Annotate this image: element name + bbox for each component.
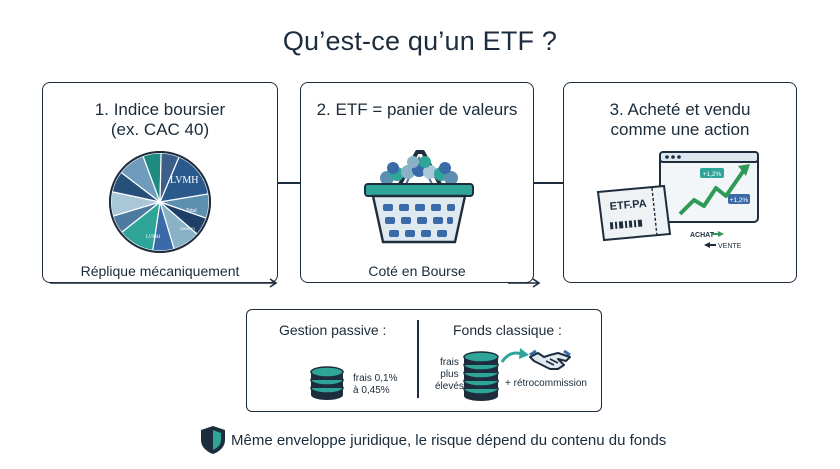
- step-1-footer: Réplique mécaniquement: [80, 263, 240, 279]
- comparison-divider: [417, 320, 419, 398]
- handshake-icon: [529, 349, 571, 370]
- pie-label-sanofi: SANOFI: [180, 226, 195, 231]
- shield-icon: [201, 426, 225, 454]
- connector-1-2: [277, 182, 301, 184]
- badge-up-1: +1,2%: [703, 171, 722, 178]
- step-2-title: 2. ETF = panier de valeurs: [316, 100, 518, 119]
- pie-label-total: Total: [186, 208, 197, 214]
- buy-label: ACHAT: [690, 232, 715, 239]
- step-3-title: 3. Acheté et vendu comme une action: [609, 100, 751, 139]
- sell-label: VENTE: [718, 243, 742, 250]
- coins-tall-stack-icon: [463, 351, 499, 401]
- footer-note: Même enveloppe juridique, le risque dépe…: [231, 432, 667, 449]
- badge-up-2: +1,2%: [730, 197, 749, 204]
- connector-2-3: [533, 182, 563, 184]
- basket-icon: [364, 150, 474, 244]
- step-2-footer: Coté en Bourse: [368, 263, 466, 279]
- coins-small-stack-icon: [310, 366, 344, 400]
- pie-label-lvmh-big: LVMH: [170, 175, 199, 186]
- pie-slice: [159, 156, 210, 203]
- passive-title: Gestion passive :: [279, 322, 387, 338]
- index-pie-chart-icon: LVMH Total SANOFI LVMH: [109, 151, 211, 253]
- step-card-etf-basket: 2. ETF = panier de valeurs Coté en Bours…: [300, 82, 534, 283]
- pie-slice: [159, 152, 180, 203]
- page-title: Qu’est-ce qu’un ETF ?: [282, 26, 558, 56]
- classic-fees: frais plus élevés: [435, 357, 464, 392]
- curved-arrow-icon: [500, 348, 529, 363]
- passive-fees: frais 0,1% à 0,45%: [353, 373, 398, 396]
- step-1-title: 1. Indice boursier (ex. CAC 40): [94, 100, 226, 139]
- arrow-right-icon: [508, 278, 541, 288]
- classic-title: Fonds classique :: [453, 322, 562, 338]
- ticket-symbol: ETF.PA: [609, 198, 647, 213]
- pie-label-lvmh-small: LVMH: [146, 235, 161, 240]
- retrocommission-label: + rétrocommission: [505, 378, 587, 389]
- arrow-right-icon: [50, 278, 278, 288]
- trading-screen-icon: +1,2% +1,2% ETF.PA ACHAT VENTE: [596, 151, 759, 250]
